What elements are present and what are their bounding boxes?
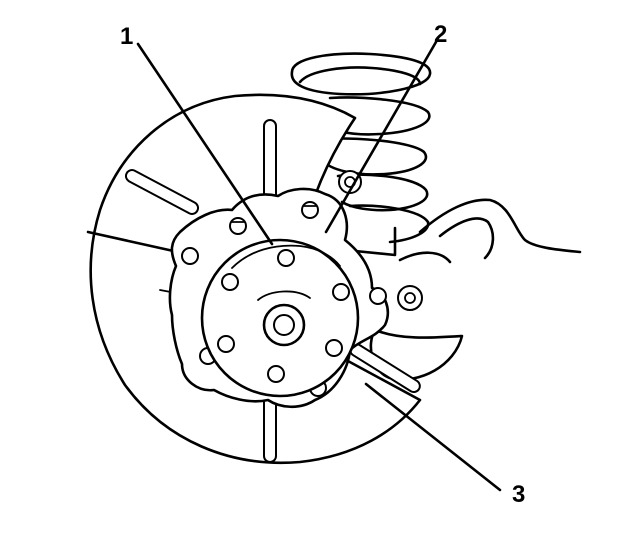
wheel-studs <box>217 249 350 383</box>
callout-3: 3 <box>512 481 525 508</box>
callout-1: 1 <box>120 23 133 50</box>
wheel-hub <box>200 238 360 398</box>
leader-lines <box>136 40 502 492</box>
steering-knuckle <box>369 198 582 381</box>
callout-2: 2 <box>434 21 447 48</box>
coil-spring <box>290 52 432 257</box>
